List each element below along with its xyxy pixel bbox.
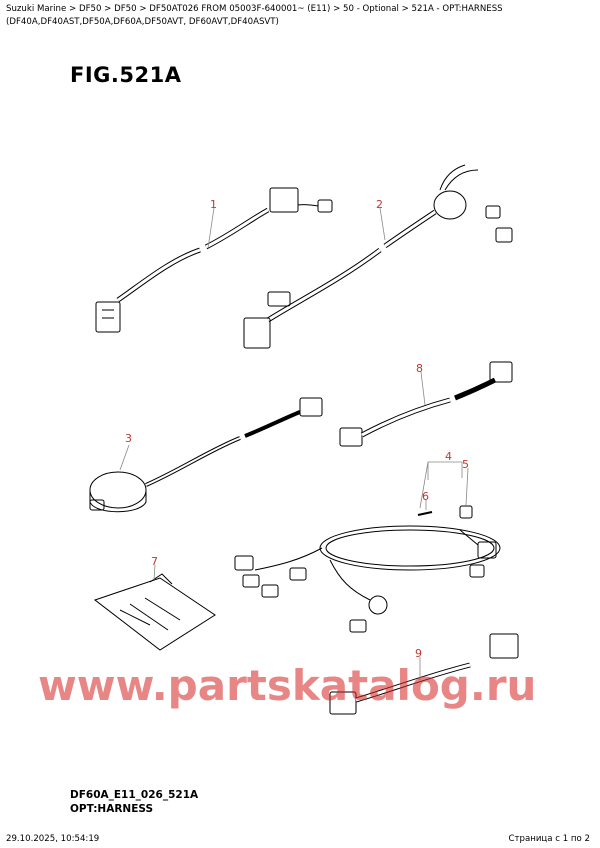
cap-part-5[interactable]	[459, 505, 473, 519]
harness-part-9[interactable]	[329, 633, 519, 715]
harness-part-1[interactable]	[95, 187, 333, 333]
callout-1: 1	[210, 198, 217, 211]
diagram-code: DF60A_E11_026_521A	[70, 789, 199, 801]
page-indicator: Страница с 1 по 2	[508, 834, 590, 844]
callout-7: 7	[151, 555, 158, 568]
buzzer-part-3[interactable]	[89, 397, 323, 513]
callout-2: 2	[376, 198, 383, 211]
harness-part-2[interactable]	[243, 164, 513, 349]
tie-bag-part-7[interactable]	[93, 573, 216, 651]
callout-5: 5	[462, 458, 469, 471]
callout-9: 9	[415, 647, 422, 660]
harness-part-4[interactable]	[234, 525, 501, 633]
diagram-name: OPT:HARNESS	[70, 803, 154, 815]
callout-4: 4	[445, 450, 452, 463]
watermark: www.partskatalog.ru	[38, 661, 536, 710]
callout-8: 8	[416, 362, 423, 375]
harness-part-8[interactable]	[339, 361, 513, 447]
clip-part-6[interactable]	[417, 511, 433, 516]
callout-6: 6	[422, 490, 429, 503]
breadcrumb: Suzuki Marine > DF50 > DF50 > DF50AT026 …	[6, 4, 503, 27]
print-timestamp: 29.10.2025, 10:54:19	[6, 834, 100, 844]
callout-3: 3	[125, 432, 132, 445]
figure-title: FIG.521A	[70, 63, 182, 87]
